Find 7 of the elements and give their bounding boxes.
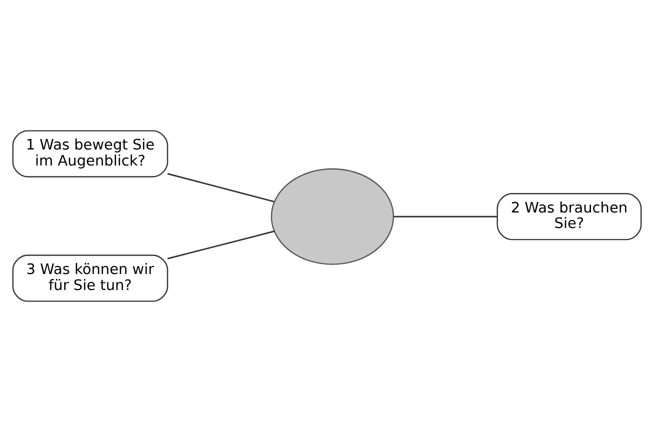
node-box: 2 Was brauchen Sie? (496, 193, 642, 240)
node-box: 1 Was bewegt Sie im Augenblick? (12, 130, 168, 178)
node-box: 3 Was können wir für Sie tun? (12, 254, 168, 302)
connector (394, 216, 498, 218)
node-ellipse (270, 168, 394, 265)
connector (167, 230, 274, 260)
connector (167, 173, 274, 202)
